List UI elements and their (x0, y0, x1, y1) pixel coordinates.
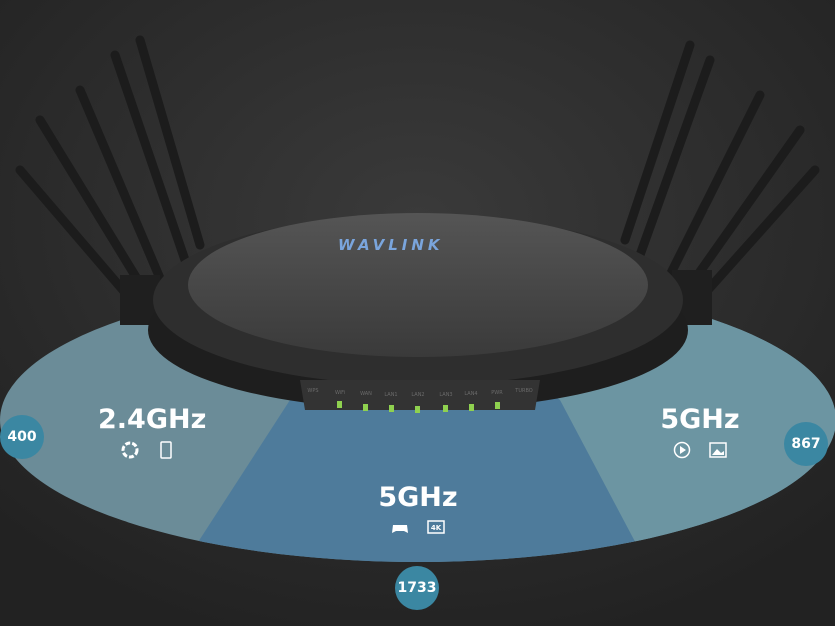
port-label-turbo: TURBO (515, 388, 533, 394)
band-24ghz: 2.4GHz (98, 404, 207, 459)
speed-badge-1733: 1733 (395, 566, 439, 610)
port-label-wifi: WiFi (334, 390, 346, 396)
play-icon (673, 441, 691, 459)
center-sector (180, 300, 650, 562)
band-label: 5GHz (660, 404, 740, 435)
4k-label: 4K (431, 524, 442, 532)
port-label-lan1: LAN1 (384, 392, 398, 398)
router-top (188, 213, 648, 357)
port-label-wps: WPS (307, 388, 319, 394)
band-label: 2.4GHz (98, 404, 207, 435)
band-5ghz-low: 5GHz (650, 404, 750, 459)
port-label-pwr: PWR (491, 390, 503, 396)
speed-badge-400: 400 (0, 415, 44, 459)
port-label-lan4: LAN4 (464, 391, 478, 397)
band-label: 5GHz (378, 482, 458, 513)
brand-logo: WAVLINK (338, 236, 444, 254)
status-leds (337, 401, 500, 413)
speed-badge-867: 867 (784, 422, 828, 466)
port-label-lan3: LAN3 (439, 392, 453, 398)
aperture-icon (121, 441, 139, 459)
tablet-icon (160, 441, 172, 459)
image-icon (709, 442, 727, 458)
gamepad-icon (392, 525, 408, 533)
band-5ghz-high: 5GHz 4K (368, 482, 468, 537)
port-label-lan2: LAN2 (411, 392, 425, 398)
port-label-wan: WAN (360, 391, 372, 397)
4k-display-icon: 4K (427, 520, 445, 534)
